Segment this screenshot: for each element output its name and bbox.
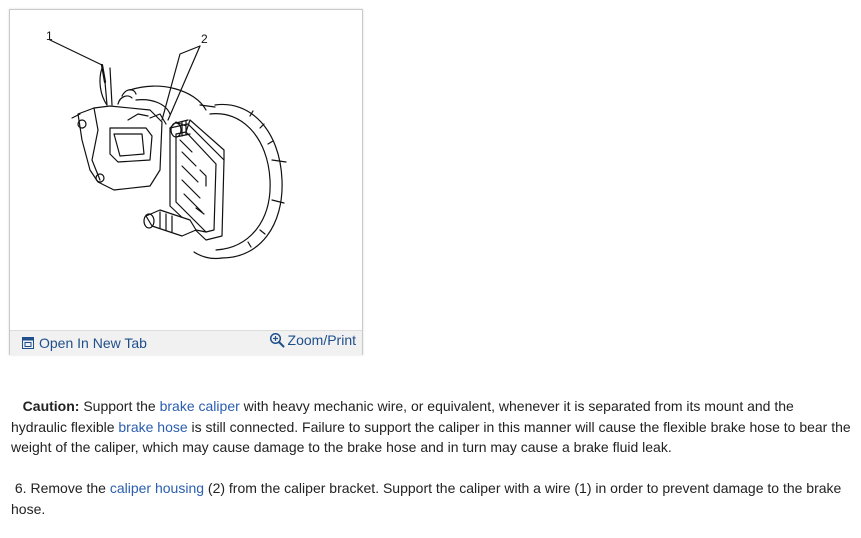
caution-text-1: Support the — [79, 398, 160, 414]
brake-caliper-diagram[interactable]: 1 2 — [10, 10, 362, 328]
callout-label-1: 1 — [46, 29, 53, 43]
rotor-disc — [193, 103, 287, 260]
figure-toolbar: Open In New Tab Zoom/Print — [10, 330, 362, 355]
brake-caliper-link[interactable]: brake caliper — [159, 398, 240, 414]
steering-knuckle — [129, 85, 216, 115]
magnifier-icon — [269, 332, 285, 348]
step-text-2: (2) from the caliper bracket. Support th… — [11, 480, 842, 517]
open-new-tab-icon — [22, 337, 34, 349]
zoom-print-label: Zoom/Print — [287, 332, 356, 348]
brake-pads — [169, 119, 225, 241]
brake-hose-link[interactable]: brake hose — [118, 418, 188, 435]
callout-line-1 — [49, 39, 103, 66]
caution-text-2: with heavy mechanic wire, or equivalent,… — [11, 398, 794, 435]
caliper-housing-link[interactable]: caliper housing — [109, 480, 205, 496]
zoom-print-link[interactable]: Zoom/Print — [269, 332, 356, 348]
caution-label: Caution: — [22, 398, 80, 414]
support-wire — [99, 63, 113, 106]
caution-paragraph: Caution: Support the brake caliper with … — [11, 396, 851, 458]
step-number: 6. — [14, 480, 27, 496]
guide-pins — [143, 119, 207, 237]
open-in-new-tab-label: Open In New Tab — [39, 335, 147, 351]
figure-panel: 1 2 Open In New Tab Zoom/Print — [9, 9, 363, 355]
step-6-paragraph: 6. Remove the caliper housing (2) from t… — [11, 478, 851, 519]
callout-line-2 — [167, 45, 201, 121]
caliper-housing — [71, 89, 167, 191]
step-text-1: Remove the — [26, 480, 110, 496]
caution-text-3: is still connected. Failure to support t… — [11, 418, 851, 456]
callout-label-2: 2 — [201, 32, 208, 46]
open-in-new-tab-link[interactable]: Open In New Tab — [22, 335, 147, 351]
callout-line-2b — [161, 45, 201, 121]
